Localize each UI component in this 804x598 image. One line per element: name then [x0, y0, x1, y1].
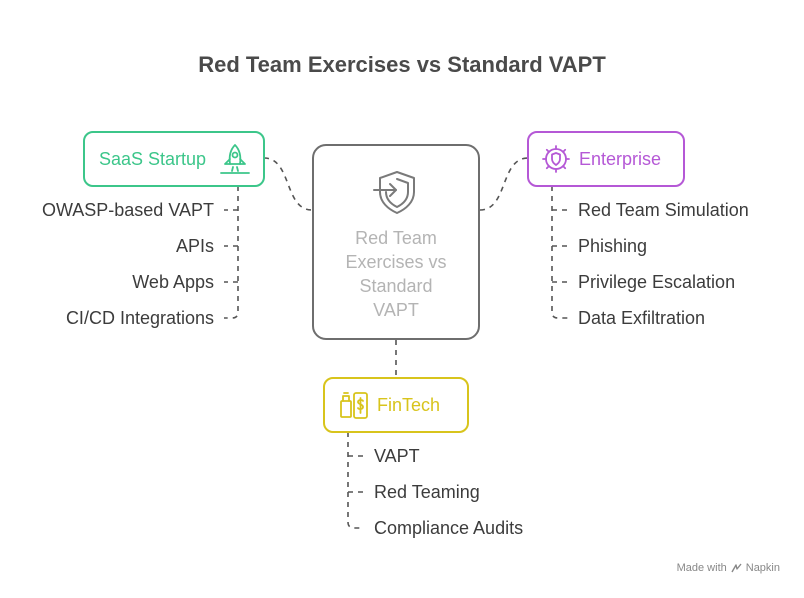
saas-item-1: OWASP-based VAPT [41, 200, 214, 220]
enterprise-item-2: Phishing [578, 236, 648, 256]
center-topic-text: Red Team Exercises vs Standard VAPT [314, 226, 478, 322]
rocket-icon [220, 144, 250, 174]
node-saas-label: SaaS Startup [99, 148, 207, 169]
phone-payment-icon [340, 392, 368, 419]
enterprise-item-3: Privilege Escalation [578, 272, 736, 292]
spine-fintech [347, 432, 364, 529]
enterprise-item-1: Red Team Simulation [578, 200, 749, 220]
fintech-item-2: Red Teaming [374, 482, 480, 502]
footer-made-with: Made with [676, 562, 727, 574]
spine-enterprise [551, 186, 568, 319]
saas-item-2: APIs [175, 236, 214, 256]
node-fintech-label: FinTech [377, 394, 441, 415]
center-line-4: VAPT [373, 300, 419, 320]
saas-item-4: CI/CD Integrations [65, 308, 214, 328]
saas-item-3: Web Apps [132, 272, 214, 292]
connector-saas [263, 157, 313, 211]
diagram-title: Red Team Exercises vs Standard VAPT [198, 52, 606, 77]
fintech-item-3: Compliance Audits [374, 518, 524, 538]
node-enterprise-label: Enterprise [579, 148, 662, 169]
center-topic-box: Red Team Exercises vs Standard VAPT [312, 144, 480, 340]
shield-gear-icon [542, 145, 570, 173]
spine-saas [224, 186, 239, 319]
made-with-footer: Made with Napkin [677, 562, 780, 574]
center-line-1: Red Team [355, 228, 437, 248]
node-fintech: FinTech [323, 377, 469, 433]
center-line-3: Standard [359, 276, 433, 296]
shield-login-icon [373, 171, 415, 214]
footer-brand: Napkin [745, 562, 780, 574]
node-enterprise: Enterprise [527, 131, 685, 187]
node-saas-startup: SaaS Startup [83, 131, 265, 187]
napkin-logo-icon [731, 563, 742, 572]
center-line-2: Exercises vs [345, 252, 447, 272]
connector-enterprise [479, 157, 529, 211]
enterprise-item-4: Data Exfiltration [578, 308, 706, 328]
fintech-item-1: VAPT [374, 446, 420, 466]
